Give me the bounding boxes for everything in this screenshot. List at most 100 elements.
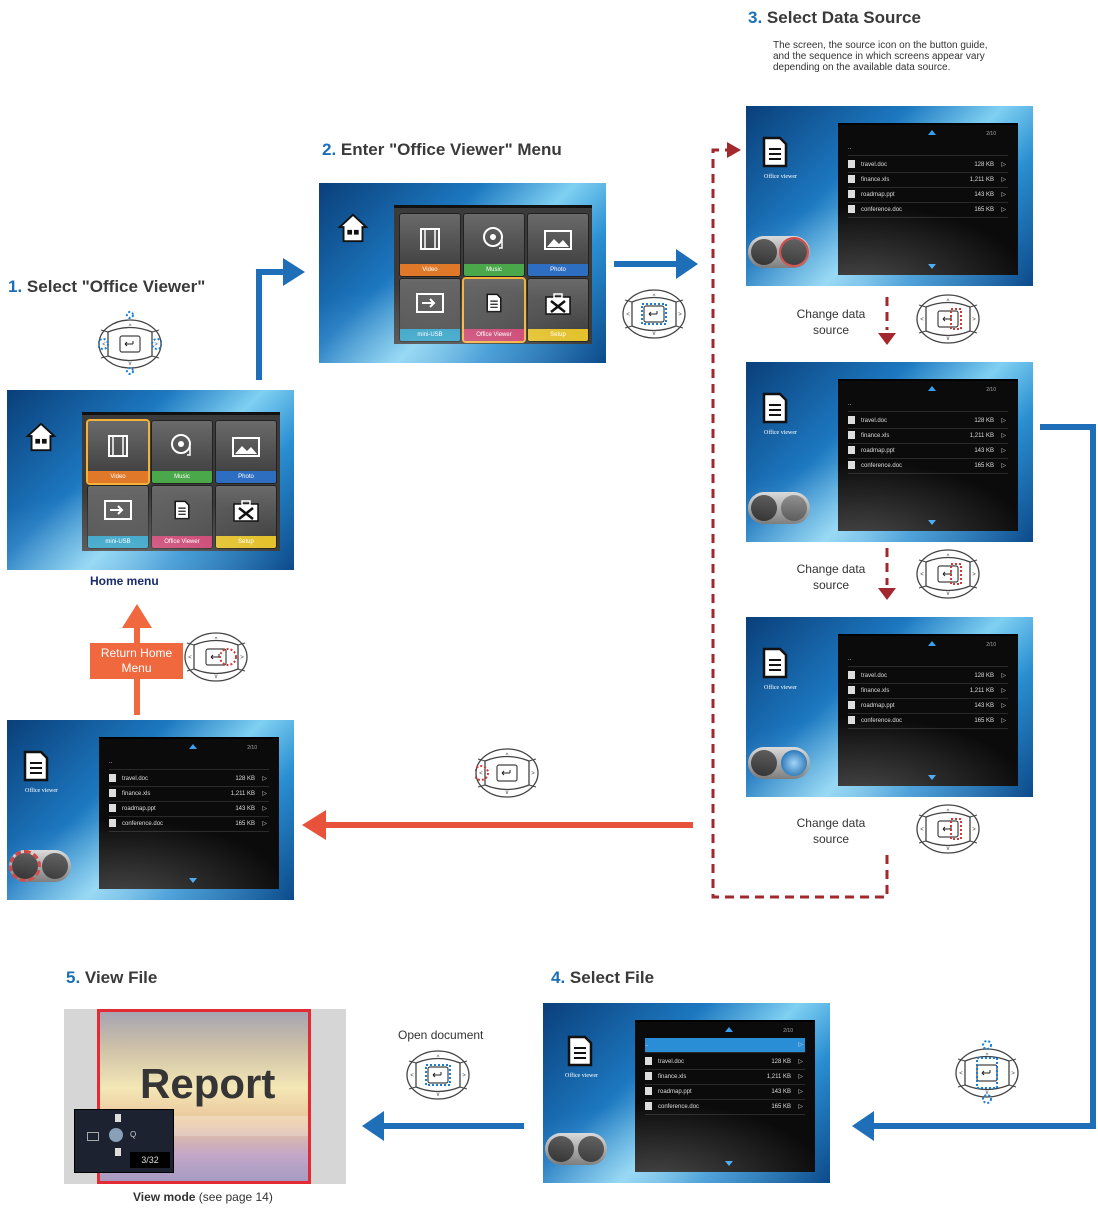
tile-setup[interactable]: Setup — [215, 485, 277, 549]
back-icon[interactable] — [751, 239, 777, 265]
source-icon[interactable] — [42, 853, 68, 879]
tile-photo[interactable]: Photo — [527, 213, 589, 277]
document-icon — [23, 750, 49, 782]
zoom-fit-icon[interactable] — [87, 1132, 99, 1141]
tile-mini-usb[interactable]: mini-USB — [399, 278, 461, 342]
card-source-icon[interactable] — [781, 495, 807, 521]
remote-control-icon — [916, 549, 980, 599]
tile-music[interactable]: Music — [151, 420, 213, 484]
back-icon[interactable] — [751, 495, 777, 521]
step-3-note: The screen, the source icon on the butto… — [773, 40, 988, 73]
setup-icon — [233, 500, 259, 522]
back-icon[interactable] — [548, 1136, 574, 1162]
source-icon[interactable] — [779, 237, 809, 267]
tile-office-viewer-label: Office Viewer — [152, 536, 212, 548]
document-icon — [109, 789, 116, 798]
document-icon — [567, 1035, 593, 1067]
tile-photo[interactable]: Photo — [215, 420, 277, 484]
tile-mini-usb[interactable]: mini-USB — [87, 485, 149, 549]
remote-control-icon — [955, 1040, 1019, 1104]
tile-video[interactable]: Video — [86, 419, 150, 485]
usb-source-icon[interactable] — [781, 750, 807, 776]
step-4-title: 4. Select File — [551, 968, 655, 987]
home-menu-caption: Home menu — [90, 574, 159, 588]
source-icon[interactable] — [578, 1136, 604, 1162]
photo-icon — [232, 437, 260, 457]
tile-office-viewer[interactable]: Office Viewer — [462, 277, 526, 343]
document-icon — [174, 500, 190, 520]
view-mode-caption: View mode (see page 14) — [133, 1190, 273, 1204]
step-1-title: 1. Select "Office Viewer" — [8, 277, 206, 296]
tile-setup-label: Setup — [216, 536, 276, 548]
document-icon — [486, 293, 502, 313]
tile-mini-usb-label: mini-USB — [88, 536, 148, 548]
scroll-up-icon[interactable] — [189, 744, 197, 749]
video-icon — [420, 228, 440, 250]
step-5-title: 5. View File — [66, 968, 158, 987]
back-icon[interactable] — [751, 750, 777, 776]
button-guide — [545, 1133, 607, 1165]
list-item-parent-selected[interactable]: ..▷ — [645, 1038, 805, 1053]
list-item-parent[interactable]: .. — [848, 397, 1008, 412]
tile-music[interactable]: Music — [463, 213, 525, 277]
back-icon[interactable] — [9, 850, 41, 882]
list-item-parent[interactable]: .. — [848, 141, 1008, 156]
remote-control-icon — [475, 748, 539, 798]
document-icon — [762, 392, 788, 424]
tile-music-label: Music — [152, 471, 212, 483]
button-guide — [748, 492, 810, 524]
tile-office-viewer[interactable]: Office Viewer — [151, 485, 213, 549]
navigation-pad-icon[interactable] — [109, 1128, 123, 1142]
zoom-icon[interactable]: Q — [130, 1130, 137, 1139]
tile-video[interactable]: Video — [399, 213, 461, 277]
document-icon — [109, 819, 116, 828]
remote-control-icon — [916, 294, 980, 344]
home-icon — [338, 213, 368, 243]
remote-control-icon — [916, 804, 980, 854]
video-icon — [108, 435, 128, 457]
list-item-parent[interactable]: .. — [109, 755, 269, 770]
document-icon — [109, 804, 116, 813]
document-icon — [762, 136, 788, 168]
tile-setup[interactable]: Setup — [527, 278, 589, 342]
scroll-down-icon[interactable] — [189, 878, 197, 883]
office-viewer-label: Office viewer — [25, 788, 59, 794]
view-mode-toolbar: Q 3/32 — [74, 1109, 174, 1173]
return-home-label: Return Home Menu — [90, 643, 183, 679]
remote-control-icon — [622, 289, 686, 339]
list-item-parent[interactable]: .. — [848, 652, 1008, 667]
view-file-screen: Report Q 3/32 — [64, 1009, 346, 1184]
photo-icon — [544, 230, 572, 250]
document-icon — [762, 647, 788, 679]
remote-control-icon — [98, 311, 162, 375]
setup-icon — [545, 293, 571, 315]
tile-photo-label: Photo — [216, 471, 276, 483]
